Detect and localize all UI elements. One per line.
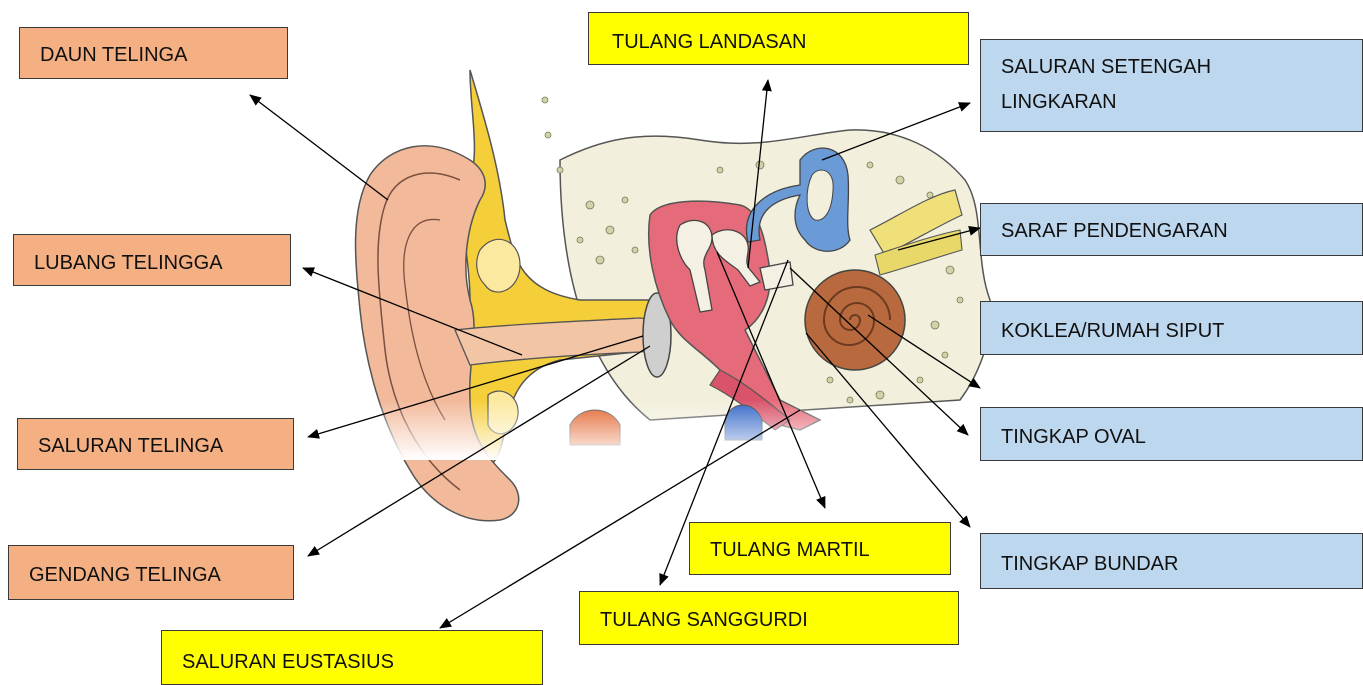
label-lubang-telingga: LUBANG TELINGGA bbox=[13, 234, 291, 286]
label-tulang-landasan: TULANG LANDASAN bbox=[588, 12, 969, 65]
label-tulang-martil: TULANG MARTIL bbox=[689, 522, 951, 575]
label-saluran-telinga: SALURAN TELINGA bbox=[17, 418, 294, 470]
label-saraf-pendengaran: SARAF PENDENGARAN bbox=[980, 203, 1363, 256]
label-tingkap-oval: TINGKAP OVAL bbox=[980, 407, 1363, 461]
label-saluran-eustasius: SALURAN EUSTASIUS bbox=[161, 630, 543, 685]
label-saluran-setengah-line2: LINGKARAN bbox=[1001, 85, 1362, 120]
label-saluran-setengah-line1: SALURAN SETENGAH bbox=[1001, 50, 1362, 85]
bottom-fade bbox=[360, 400, 1000, 460]
label-saluran-telinga-text: SALURAN TELINGA bbox=[38, 435, 223, 457]
label-lubang-telingga-text: LUBANG TELINGGA bbox=[34, 252, 223, 274]
label-tulang-martil-text: TULANG MARTIL bbox=[710, 539, 870, 561]
label-saluran-eustasius-text: SALURAN EUSTASIUS bbox=[182, 651, 394, 673]
label-saraf-pendengaran-text: SARAF PENDENGARAN bbox=[1001, 220, 1228, 242]
arrow-daun-telinga bbox=[250, 95, 388, 200]
label-koklea-text: KOKLEA/RUMAH SIPUT bbox=[1001, 320, 1224, 342]
label-tulang-sanggurdi-text: TULANG SANGGURDI bbox=[600, 609, 808, 631]
label-tulang-landasan-text: TULANG LANDASAN bbox=[612, 31, 807, 53]
label-daun-telinga: DAUN TELINGA bbox=[19, 27, 288, 79]
label-gendang-telinga-text: GENDANG TELINGA bbox=[29, 564, 221, 586]
label-tingkap-oval-text: TINGKAP OVAL bbox=[1001, 426, 1146, 448]
label-koklea: KOKLEA/RUMAH SIPUT bbox=[980, 301, 1363, 355]
label-gendang-telinga: GENDANG TELINGA bbox=[8, 545, 294, 600]
label-tingkap-bundar: TINGKAP BUNDAR bbox=[980, 533, 1363, 589]
label-daun-telinga-text: DAUN TELINGA bbox=[40, 44, 187, 66]
label-tulang-sanggurdi: TULANG SANGGURDI bbox=[579, 591, 959, 645]
label-saluran-setengah-lingkaran: SALURAN SETENGAH LINGKARAN bbox=[980, 39, 1363, 132]
label-tingkap-bundar-text: TINGKAP BUNDAR bbox=[1001, 553, 1178, 575]
